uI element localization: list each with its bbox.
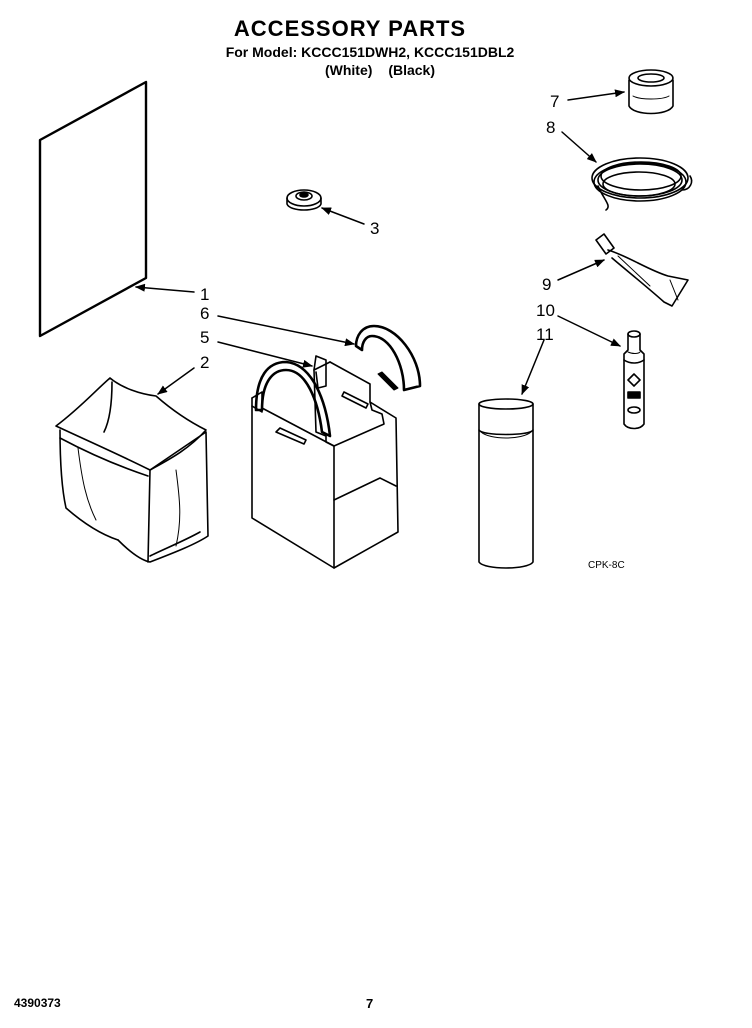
callout-leader-lines [135, 89, 625, 395]
callout-8: 8 [546, 118, 555, 137]
callout-5: 5 [200, 328, 209, 347]
part-7-filter-cup [628, 69, 674, 115]
document-number: 4390373 [14, 996, 61, 1010]
callout-7: 7 [550, 92, 559, 111]
part-5-bag-caddy [251, 355, 399, 569]
callout-10: 10 [536, 301, 555, 320]
page-number: 7 [366, 996, 374, 1011]
color-white-label: (White) [324, 62, 373, 78]
page-title: ACCESSORY PARTS [233, 16, 467, 41]
model-colors: (White) (Black) [150, 62, 610, 78]
callout-11: 11 [536, 325, 554, 344]
part-11-cleaner-can [478, 398, 534, 569]
color-black-label: (Black) [388, 62, 435, 78]
part-9-lubricant-tube [595, 233, 689, 307]
callout-9: 9 [542, 275, 551, 294]
part-1-instruction-sheet [38, 80, 148, 338]
part-8-power-cord [591, 157, 693, 211]
part-3-spacer [286, 189, 322, 211]
part-10-cartridge [623, 330, 645, 430]
model-numbers: For Model: KCCC151DWH2, KCCC151DBL2 [225, 44, 515, 60]
part-6-handle [254, 324, 422, 438]
callout-2: 2 [200, 353, 209, 372]
part-2-compactor-bag [55, 377, 209, 563]
callout-3: 3 [370, 219, 379, 238]
callout-6: 6 [200, 304, 209, 323]
diagram-code: CPK-8C [588, 560, 625, 571]
callout-1: 1 [200, 285, 209, 304]
